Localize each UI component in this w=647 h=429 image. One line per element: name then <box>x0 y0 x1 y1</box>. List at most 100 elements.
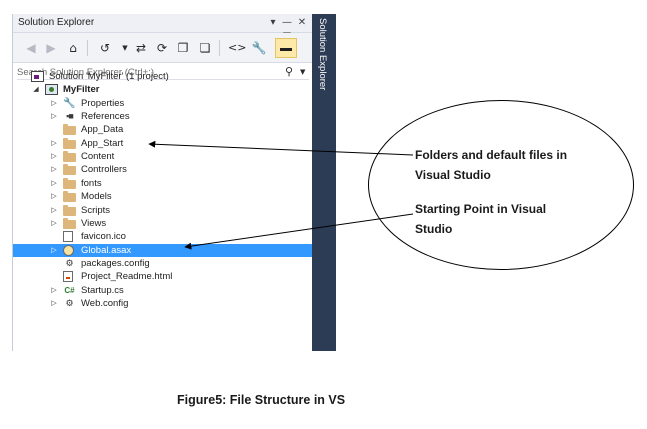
tree-item-label: Scripts <box>81 204 111 216</box>
tree-expander-icon[interactable]: ▷ <box>51 219 57 227</box>
close-icon[interactable]: ✕ <box>297 17 307 28</box>
tree-item-global-asax[interactable]: ▷Global.asax <box>13 243 313 257</box>
tree-expander-icon[interactable]: ▷ <box>51 286 57 294</box>
references-icon: ▪■ <box>66 111 74 122</box>
tree-expander-icon[interactable]: ▷ <box>51 193 57 201</box>
solution-explorer-panel: Solution Explorer ▾ —□ ✕ ◀ ▶ ⌂ ↺ ▼ ⇄ ⟳ ❐… <box>12 14 313 351</box>
csharp-file-icon: C# <box>64 285 75 295</box>
collapse-all-icon[interactable]: ❐ <box>177 41 189 55</box>
tree-expander-icon[interactable]: ◢ <box>33 86 39 94</box>
solution-tree: Solution 'MyFilter' (1 project) ◢ MyFilter… <box>13 68 313 351</box>
show-all-files-icon[interactable]: ❏ <box>199 41 211 55</box>
search-icon[interactable]: ⚲ <box>285 65 294 78</box>
pin-preview-icon[interactable] <box>275 38 297 58</box>
window-position-dropdown-icon[interactable]: ▾ <box>270 17 276 28</box>
project-icon <box>45 84 58 96</box>
tree-item-label: Startup.cs <box>81 284 124 296</box>
tree-item-label: Web.config <box>81 297 129 309</box>
starting-point-annotation-line2: Studio <box>415 222 453 236</box>
folder-icon <box>63 177 76 189</box>
folder-icon <box>63 151 76 163</box>
history-dropdown-icon[interactable]: ▼ <box>122 44 128 52</box>
tree-expander-icon[interactable]: ▷ <box>51 166 57 174</box>
solution-explorer-side-tab[interactable]: Solution Explorer <box>312 14 336 351</box>
wrench-icon: 🔧 <box>63 97 76 109</box>
tree-item-views[interactable]: ▷ Views <box>13 217 313 230</box>
folder-icon <box>63 137 76 149</box>
tree-item-project-readme-html[interactable]: Project_Readme.html <box>13 270 313 283</box>
folders-annotation-line1: Folders and default files in <box>415 148 568 162</box>
tree-item-label: favicon.ico <box>81 231 126 243</box>
tree-expander-icon[interactable]: ▷ <box>51 99 57 107</box>
tree-expander-icon[interactable]: ▷ <box>51 179 57 187</box>
global-asax-icon <box>63 244 74 256</box>
tree-item-label: packages.config <box>81 257 150 269</box>
tree-item-startup-cs[interactable]: ▷ C# Startup.cs <box>13 284 313 297</box>
search-input[interactable] <box>17 65 277 80</box>
folders-annotation-line2: Visual Studio <box>415 168 491 182</box>
file-icon <box>63 231 73 243</box>
forward-icon[interactable]: ▶ <box>46 41 56 55</box>
refresh-icon[interactable]: ⟳ <box>156 41 168 55</box>
tree-item-label: App_Data <box>81 124 124 136</box>
sync-icon[interactable]: ⇄ <box>135 41 147 55</box>
tree-item-app-start[interactable]: ▷ App_Start <box>13 137 313 150</box>
starting-point-annotation: Starting Point in Visual Studio <box>415 199 546 239</box>
tree-item-web-config[interactable]: ▷ ⚙ Web.config <box>13 297 313 310</box>
starting-point-annotation-line1: Starting Point in Visual <box>415 202 547 216</box>
folder-icon <box>63 124 76 136</box>
tree-item-favicon-ico[interactable]: favicon.ico <box>13 230 313 243</box>
tree-item-models[interactable]: ▷ Models <box>13 190 313 203</box>
tree-item-label: Solution 'MyFilter' (1 project) <box>49 71 169 82</box>
tree-expander-icon[interactable]: ▷ <box>51 246 57 254</box>
tree-item-properties[interactable]: ▷🔧Properties <box>13 97 313 110</box>
tree-item-label: References <box>81 111 130 123</box>
tree-expander-icon[interactable]: ▷ <box>51 139 57 147</box>
folders-arrow <box>148 140 414 156</box>
tree-item-fonts[interactable]: ▷fonts <box>13 177 313 190</box>
history-icon[interactable]: ↺ <box>99 41 111 55</box>
side-tab-label: Solution Explorer <box>317 18 328 91</box>
tree-item-label: Views <box>81 217 107 229</box>
tree-expander-icon[interactable]: ▷ <box>51 206 57 214</box>
folder-icon <box>63 164 76 176</box>
starting-point-arrow <box>184 213 414 250</box>
home-icon[interactable]: ⌂ <box>69 41 77 55</box>
tree-item-solution-myfilter-1-project[interactable]: Solution 'MyFilter' (1 project) <box>13 70 313 83</box>
tree-item-label: Models <box>81 191 112 203</box>
folder-icon <box>63 204 76 216</box>
tree-item-controllers[interactable]: ▷ Controllers <box>13 163 313 176</box>
tree-item-label: Project_Readme.html <box>81 271 173 283</box>
tree-item-content[interactable]: ▷ Content <box>13 150 313 163</box>
tree-item-label: Controllers <box>81 164 127 176</box>
figure-caption: Figure5: File Structure in VS <box>177 393 346 407</box>
config-icon: ⚙ <box>65 257 74 268</box>
tree-item-packages-config[interactable]: ⚙ packages.config <box>13 257 313 270</box>
tree-item-scripts[interactable]: ▷ Scripts <box>13 204 313 217</box>
tree-item-app-data[interactable]: App_Data <box>13 123 313 136</box>
code-view-icon[interactable]: <> <box>228 41 247 54</box>
tree-item-label: MyFilter <box>63 84 100 96</box>
html-file-icon <box>63 271 73 283</box>
config-icon: ⚙ <box>65 297 74 308</box>
panel-title: Solution Explorer <box>18 17 95 28</box>
search-box[interactable]: ⚲ ▼ <box>17 65 309 80</box>
search-options-dropdown-icon[interactable]: ▼ <box>300 68 306 76</box>
panel-toolbar: ◀ ▶ ⌂ ↺ ▼ ⇄ ⟳ ❐ ❏ <> 🔧 <box>13 33 313 63</box>
tree-expander-icon[interactable]: ▷ <box>51 299 57 307</box>
toolbar-separator <box>219 40 220 56</box>
folder-icon <box>63 217 76 229</box>
solution-icon <box>31 71 44 82</box>
tree-expander-icon[interactable]: ▷ <box>51 153 57 161</box>
callout-ellipse <box>368 100 634 270</box>
properties-wrench-icon[interactable]: 🔧 <box>251 41 267 55</box>
tree-item-references[interactable]: ▷ ▪■ References <box>13 110 313 123</box>
tree-expander-icon[interactable]: ▷ <box>51 113 57 121</box>
back-icon[interactable]: ◀ <box>26 41 36 55</box>
toolbar-separator <box>87 40 88 56</box>
tree-item-myfilter[interactable]: ◢ MyFilter <box>13 83 313 96</box>
folders-annotation: Folders and default files in Visual Stud… <box>415 145 567 185</box>
tree-item-label: Content <box>81 151 115 163</box>
tree-item-label: App_Start <box>81 137 124 149</box>
